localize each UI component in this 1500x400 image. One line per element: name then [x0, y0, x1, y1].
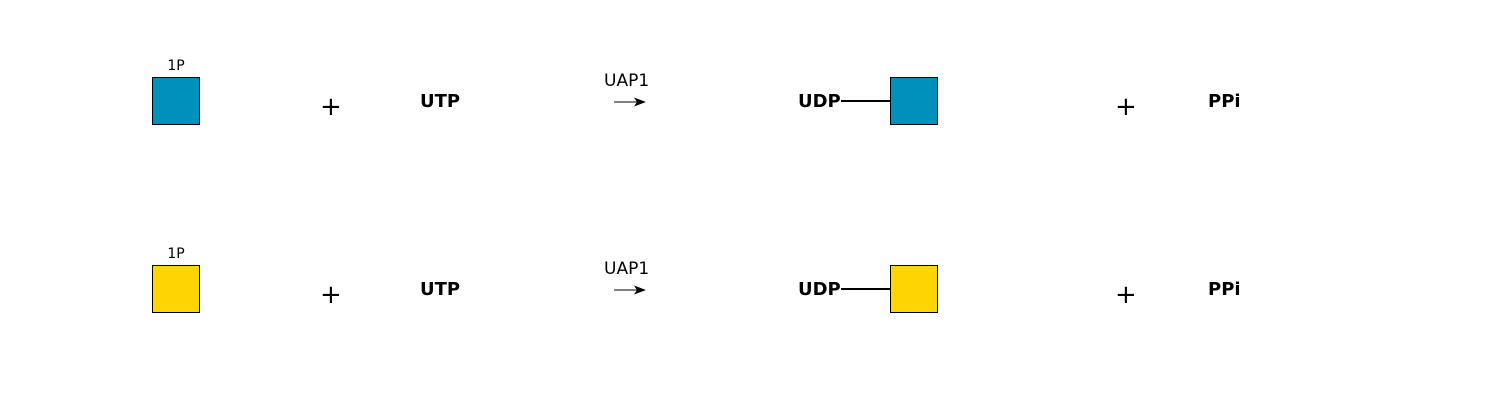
yellow-square-icon — [890, 265, 938, 313]
glycosidic-bond-line — [841, 288, 891, 290]
enzyme-1: UAP1 — [604, 71, 664, 121]
right-arrow-icon — [614, 285, 646, 295]
plus-sign: + — [320, 92, 342, 122]
plus-sign: + — [1115, 280, 1137, 310]
plus-sign: + — [320, 280, 342, 310]
product-1: UDP — [797, 77, 942, 127]
yellow-square-icon — [152, 265, 200, 313]
enzyme-2: UAP1 — [604, 259, 664, 309]
ppi-label: PPi — [1208, 279, 1241, 300]
reaction-row-1: 1P + UTP UAP1 UDP + PPi — [0, 55, 1500, 185]
enzyme-label: UAP1 — [604, 71, 650, 91]
phosphate-label: 1P — [167, 58, 185, 74]
product-2: UDP — [797, 265, 942, 315]
udp-label: UDP — [798, 91, 841, 112]
udp-label: UDP — [798, 279, 841, 300]
substrate-2: 1P — [152, 243, 202, 315]
reaction-row-2: 1P + UTP UAP1 UDP + PPi — [0, 243, 1500, 373]
utp-label: UTP — [420, 279, 461, 300]
substrate-1: 1P — [152, 55, 202, 127]
enzyme-label: UAP1 — [604, 259, 650, 279]
phosphate-label: 1P — [167, 246, 185, 262]
right-arrow-icon — [614, 97, 646, 107]
glycosidic-bond-line — [841, 100, 891, 102]
blue-square-icon — [890, 77, 938, 125]
ppi-label: PPi — [1208, 91, 1241, 112]
blue-square-icon — [152, 77, 200, 125]
plus-sign: + — [1115, 92, 1137, 122]
utp-label: UTP — [420, 91, 461, 112]
